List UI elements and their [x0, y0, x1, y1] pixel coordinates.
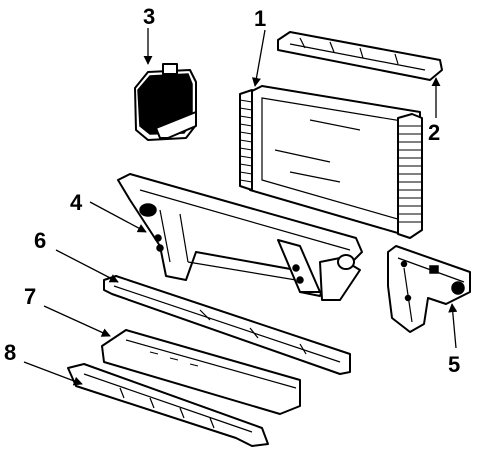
part-side-bracket [387, 245, 471, 333]
leader-1 [251, 29, 266, 87]
support-hole-right-icon [337, 254, 355, 270]
part-lower-panel [101, 329, 301, 415]
support-hole-left-icon [139, 203, 157, 217]
leader-6 [55, 249, 119, 283]
leader-7 [43, 305, 111, 337]
callout-3: 3 [143, 4, 155, 29]
part-coolant-reservoir [134, 63, 197, 141]
callout-4: 4 [70, 190, 83, 215]
leader-4 [89, 201, 147, 233]
callout-2: 2 [428, 120, 440, 145]
callout-labels: 3 1 2 4 6 7 8 5 [4, 4, 460, 377]
reservoir-cap-icon [162, 63, 178, 75]
callout-8: 8 [4, 340, 16, 365]
leader-5 [448, 303, 458, 349]
callout-6: 6 [34, 228, 46, 253]
leader-8 [23, 361, 83, 386]
part-lower-tie-bar [103, 275, 351, 375]
part-radiator [239, 85, 423, 239]
radiator-left-tank [239, 89, 253, 191]
callout-5: 5 [448, 352, 460, 377]
part-air-deflector [67, 363, 269, 447]
part-radiator-support [117, 173, 363, 301]
callout-leaders [23, 28, 458, 386]
callout-1: 1 [254, 6, 266, 31]
radiator-right-tank [397, 113, 423, 239]
bracket-hole-icon [451, 281, 465, 295]
part-upper-baffle [277, 31, 443, 81]
callout-7: 7 [24, 284, 36, 309]
